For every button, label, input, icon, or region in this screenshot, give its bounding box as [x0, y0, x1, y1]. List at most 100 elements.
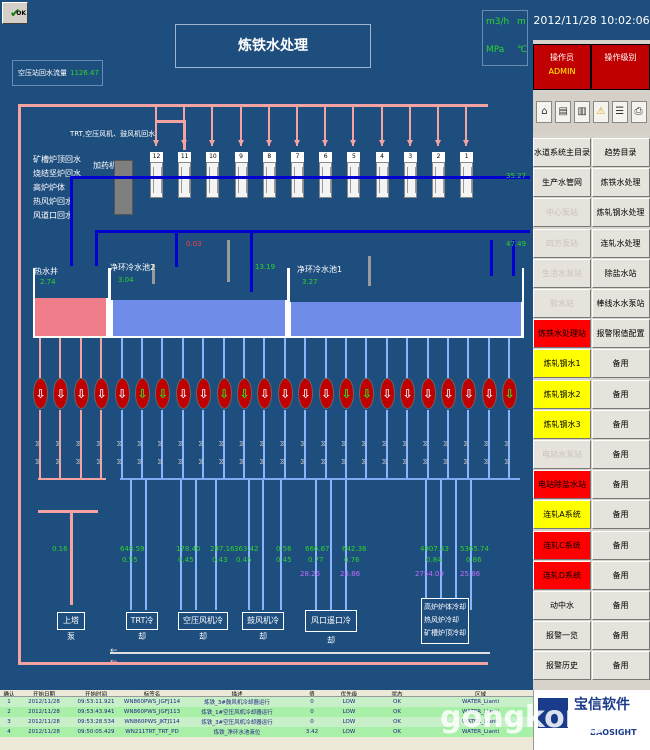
- nav-button[interactable]: 备用: [591, 500, 650, 530]
- column-header[interactable]: 确认: [3, 692, 15, 696]
- valve-icon[interactable]: ⧖: [443, 439, 449, 448]
- nav-button[interactable]: 备用: [591, 530, 650, 560]
- valve-icon[interactable]: ⧖: [341, 457, 347, 466]
- pump-red[interactable]: ⇩: [196, 378, 212, 409]
- nav-button[interactable]: 连轧C系统: [533, 530, 591, 560]
- cooling-tower[interactable]: 8: [262, 152, 276, 202]
- column-header[interactable]: 开始日期: [32, 692, 55, 696]
- valve-icon[interactable]: ⧖: [55, 457, 62, 466]
- valve-icon[interactable]: ⧖: [137, 439, 143, 448]
- pump-red[interactable]: ⇩: [257, 378, 273, 409]
- valve-icon[interactable]: ⧖: [361, 439, 368, 448]
- valve-icon[interactable]: ⧖: [35, 439, 41, 448]
- valve-icon[interactable]: ⧖: [157, 457, 164, 466]
- pump-red[interactable]: ⇩: [277, 378, 293, 409]
- pump-red[interactable]: ⇩: [94, 378, 110, 409]
- pump-red[interactable]: ⇩: [441, 378, 456, 409]
- pump-red[interactable]: ⇩: [73, 378, 89, 409]
- pump-green[interactable]: ⇩: [502, 378, 518, 409]
- column-header[interactable]: 值: [309, 692, 315, 696]
- nav-button[interactable]: 中心泵站: [533, 198, 591, 228]
- valve-icon[interactable]: ⧖: [198, 439, 204, 448]
- valve-icon[interactable]: ⧖: [116, 457, 123, 466]
- nav-button[interactable]: 备用: [591, 560, 650, 590]
- report-icon[interactable]: ▤: [555, 101, 572, 123]
- cooling-tower[interactable]: 11: [178, 152, 192, 202]
- valve-icon[interactable]: ⧖: [443, 457, 449, 466]
- nav-button[interactable]: 连轧水处理: [591, 228, 650, 258]
- consumer-trt-cooling[interactable]: TRT冷却: [126, 612, 158, 641]
- pump-red[interactable]: ⇩: [33, 378, 48, 409]
- valve-icon[interactable]: ⧖: [320, 457, 327, 466]
- nav-button[interactable]: 报警一览: [533, 621, 591, 651]
- nav-button[interactable]: 炼轧钢水2: [533, 379, 591, 409]
- valve-icon[interactable]: ⧖: [198, 457, 204, 466]
- valve-icon[interactable]: ⧖: [259, 439, 266, 448]
- valve-icon[interactable]: ⧖: [218, 457, 225, 466]
- nav-button[interactable]: 备用: [591, 409, 650, 439]
- valve-icon[interactable]: ⧖: [177, 457, 184, 466]
- valve-icon[interactable]: ⧖: [218, 439, 225, 448]
- ok-button[interactable]: ✔ OK: [2, 2, 28, 24]
- cooling-tower[interactable]: 9: [234, 152, 248, 202]
- pump-red[interactable]: ⇩: [298, 378, 314, 409]
- column-header[interactable]: 区域: [474, 692, 486, 696]
- valve-icon[interactable]: ⧖: [300, 457, 306, 466]
- cooling-tower[interactable]: 7: [291, 152, 304, 202]
- cooling-tower[interactable]: 2: [432, 152, 445, 202]
- chart-icon[interactable]: ▥: [574, 101, 591, 123]
- valve-icon[interactable]: ⧖: [35, 457, 41, 466]
- valve-icon[interactable]: ⧖: [381, 457, 388, 466]
- nav-button[interactable]: 备用: [591, 621, 650, 651]
- cooling-tower[interactable]: 1: [460, 152, 474, 202]
- nav-button[interactable]: 炼轧钢水处理: [591, 198, 650, 228]
- valve-icon[interactable]: ⧖: [341, 439, 347, 448]
- valve-icon[interactable]: ⧖: [402, 457, 408, 466]
- nav-button[interactable]: 炼轧钢水1: [533, 349, 591, 379]
- pump-red[interactable]: ⇩: [175, 378, 191, 409]
- valve-icon[interactable]: ⧖: [55, 439, 62, 448]
- cooling-tower[interactable]: 4: [375, 152, 389, 202]
- valve-icon[interactable]: ⧖: [422, 457, 429, 466]
- pump-green[interactable]: ⇩: [216, 378, 232, 409]
- valve-icon[interactable]: ⧖: [157, 439, 164, 448]
- valve-icon[interactable]: ⧖: [279, 439, 286, 448]
- nav-button[interactable]: 四方泵站: [533, 228, 591, 258]
- nav-button[interactable]: 备用: [591, 470, 650, 500]
- column-header[interactable]: 开始时间: [84, 692, 107, 696]
- pump-red[interactable]: ⇩: [400, 378, 416, 409]
- column-header[interactable]: 描述: [231, 692, 243, 696]
- valve-icon[interactable]: ⧖: [137, 457, 143, 466]
- nav-button[interactable]: 备用: [591, 440, 650, 469]
- pump-red[interactable]: ⇩: [461, 378, 477, 409]
- column-header[interactable]: 标签名: [143, 692, 161, 696]
- print-icon[interactable]: ⎙: [630, 101, 647, 123]
- valve-icon[interactable]: ⧖: [504, 439, 510, 448]
- nav-button[interactable]: 备用: [591, 379, 650, 409]
- pump-red[interactable]: ⇩: [114, 378, 130, 409]
- column-header[interactable]: 状态: [391, 692, 403, 696]
- nav-button[interactable]: 水道系统主目录: [533, 138, 591, 167]
- nav-button[interactable]: 备用: [591, 591, 650, 620]
- consumer-blast-furnace-cooling[interactable]: 高炉炉体冷却 热风炉冷却 矿槽炉顶冷却: [421, 598, 469, 644]
- valve-icon[interactable]: ⧖: [259, 457, 266, 466]
- cooling-tower[interactable]: 12: [150, 152, 163, 202]
- cooling-tower[interactable]: 10: [206, 152, 220, 202]
- nav-button[interactable]: 动中水: [533, 591, 591, 620]
- valve-icon[interactable]: ⧖: [422, 439, 429, 448]
- valve-icon[interactable]: ⧖: [75, 439, 82, 448]
- pump-green[interactable]: ⇩: [359, 378, 375, 409]
- pump-red[interactable]: ⇩: [318, 378, 334, 409]
- nav-button[interactable]: 备用: [591, 349, 650, 379]
- valve-icon[interactable]: ⧖: [504, 457, 510, 466]
- valve-icon[interactable]: ⧖: [361, 457, 368, 466]
- pump-green[interactable]: ⇩: [135, 378, 150, 409]
- nav-button[interactable]: 趋势目录: [591, 138, 650, 167]
- nav-button[interactable]: 连轧A系统: [533, 500, 591, 530]
- alarm-icon[interactable]: ⚠: [592, 101, 609, 123]
- valve-icon[interactable]: ⧖: [96, 457, 102, 466]
- nav-button[interactable]: 棒线水水泵站: [591, 289, 650, 318]
